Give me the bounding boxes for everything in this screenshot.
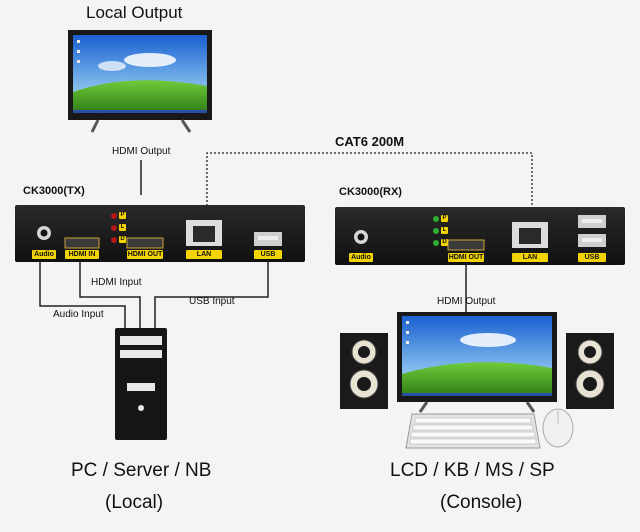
hdmi-input-label: HDMI Input (91, 277, 142, 288)
rx-led-d-label: D (441, 239, 448, 246)
local-output-title: Local Output (86, 3, 183, 22)
pc-tower (115, 328, 167, 440)
right-speaker (566, 333, 614, 409)
rx-led-l-label: L (441, 227, 448, 234)
console-monitor (397, 312, 557, 413)
hdmi-output-rx-label: HDMI Output (437, 296, 496, 307)
tx-hdmi-in-port-label: HDMI IN (65, 250, 99, 259)
rx-usb-port-label: USB (578, 253, 606, 262)
tx-audio-port-label: Audio (32, 250, 56, 259)
rx-audio-port-label: Audio (349, 253, 373, 262)
tx-led-p-label: P (119, 212, 126, 219)
audio-input-label: Audio Input (53, 309, 104, 320)
rx-device (335, 207, 625, 265)
left-speaker (340, 333, 388, 409)
rx-lan-port-label: LAN (512, 253, 548, 262)
hdmi-output-top-label: HDMI Output (112, 146, 171, 157)
keyboard (405, 413, 541, 449)
rx-hdmi-out-port-label: HDMI OUT (448, 253, 484, 262)
rx-title: CK3000(RX) (339, 186, 402, 198)
local-output-tv (68, 30, 212, 133)
tx-to-pc-lines (39, 262, 269, 328)
mouse (542, 408, 574, 448)
tx-device (15, 205, 305, 262)
tx-hdmi-out-port-label: HDMI OUT (127, 250, 163, 259)
pc-caption: PC / Server / NB (71, 460, 212, 481)
rx-led-p-label: P (441, 215, 448, 222)
tx-led-l-label: L (119, 224, 126, 231)
tx-usb-port-label: USB (254, 250, 282, 259)
tx-lan-port-label: LAN (186, 250, 222, 259)
pc-caption-sub: (Local) (105, 492, 164, 513)
cat6-label: CAT6 200M (335, 134, 405, 149)
tx-title: CK3000(TX) (23, 185, 85, 197)
console-caption: LCD / KB / MS / SP (390, 460, 555, 481)
tx-led-d-label: D (119, 236, 126, 243)
usb-input-label: USB Input (189, 296, 235, 307)
console-caption-sub: (Console) (440, 492, 523, 513)
